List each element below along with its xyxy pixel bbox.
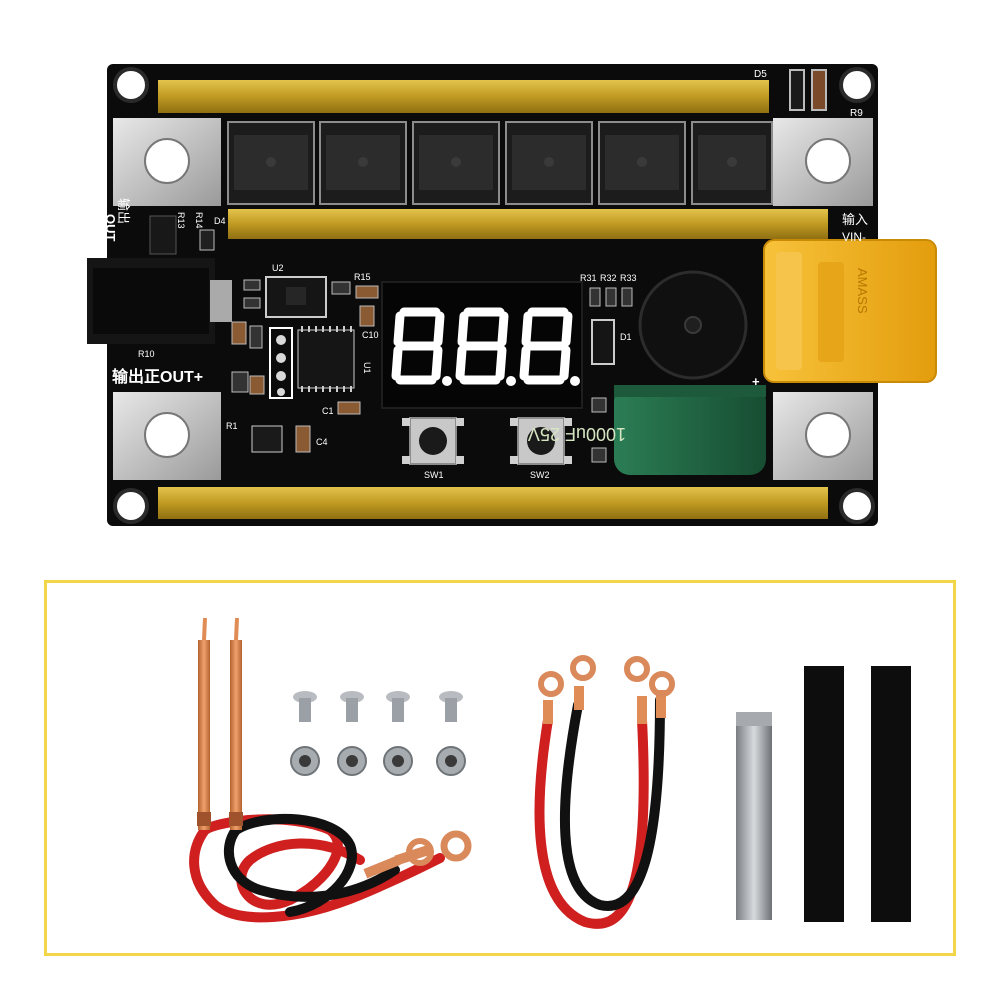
mosfet <box>319 121 407 205</box>
label-r10: R10 <box>138 349 155 359</box>
label-r31: R31 <box>580 273 597 283</box>
label-r14: R14 <box>194 212 204 229</box>
label-c1: C1 <box>322 406 334 416</box>
mount-hole <box>113 488 149 524</box>
mount-hole <box>839 488 875 524</box>
terminal-pad-top-right <box>773 118 873 206</box>
xt60-input-connector: AMASS <box>763 239 937 383</box>
smd-component <box>249 325 263 349</box>
smd-resistor <box>811 69 827 111</box>
smd-capacitor <box>359 305 375 327</box>
heat-shrink-tube <box>871 666 911 922</box>
smd-capacitor <box>295 425 311 453</box>
label-sw2: SW2 <box>530 470 550 480</box>
voltage-regulator-u2 <box>265 276 327 318</box>
smd-resistor <box>591 397 607 413</box>
mosfet <box>505 121 593 205</box>
terminal-pad-top-left <box>113 118 221 206</box>
heat-shrink-tube <box>804 666 844 922</box>
smd-capacitor <box>355 285 379 299</box>
smd-component <box>249 375 265 395</box>
nut-set <box>290 746 466 776</box>
smd-component <box>149 215 177 255</box>
label-out-cn: 输出 <box>116 198 131 224</box>
smd-component <box>199 229 215 251</box>
label-u1: U1 <box>362 362 372 374</box>
nickel-strip <box>736 712 772 920</box>
dc-output-jack <box>87 258 232 344</box>
seven-segment-display <box>381 281 583 409</box>
terminal-pad-bottom-left <box>113 392 221 480</box>
smd-resistor <box>621 287 633 307</box>
label-r1: R1 <box>226 421 238 431</box>
pin-header <box>269 327 293 399</box>
screw <box>439 691 463 722</box>
smd-component <box>231 371 249 393</box>
label-plus: + <box>752 374 760 389</box>
gold-bus-bar-top <box>158 80 769 113</box>
gold-bus-bar-middle <box>228 209 828 239</box>
accessory-panel-border <box>44 580 956 956</box>
smd-resistor <box>243 279 261 291</box>
battery-cable-pair <box>534 655 675 929</box>
smd-resistor <box>243 297 261 309</box>
mosfet <box>227 121 315 205</box>
push-button-sw1 <box>402 417 464 465</box>
ring-terminal <box>624 656 650 682</box>
mount-hole <box>839 67 875 103</box>
mosfet <box>412 121 500 205</box>
label-d1: D1 <box>620 332 632 342</box>
label-c10: C10 <box>362 330 379 340</box>
label-d5: D5 <box>754 69 767 80</box>
capacitor-rating: 1000uF 25V <box>528 424 626 444</box>
mount-hole <box>113 67 149 103</box>
label-u2: U2 <box>272 263 284 273</box>
smd-resistor <box>789 69 805 111</box>
smd-resistor <box>605 287 617 307</box>
welding-pen-set <box>189 618 472 923</box>
mosfet-row <box>227 121 773 205</box>
terminal-pad-bottom-right <box>773 392 873 480</box>
ring-terminal <box>538 671 564 697</box>
screw <box>293 691 317 722</box>
label-c4: C4 <box>316 437 328 447</box>
ring-terminal <box>649 671 675 697</box>
smd-resistor <box>589 287 601 307</box>
pcb-board: D5 R9 输出 OUT R13 R14 D4 R10 输出正OUT+ U2 R… <box>87 64 937 526</box>
smd-resistor <box>331 281 351 295</box>
mosfet <box>598 121 686 205</box>
microcontroller-u1 <box>297 326 355 392</box>
label-in-cn: 输入 <box>842 212 868 227</box>
copper-pen <box>230 640 242 830</box>
label-r33: R33 <box>620 273 637 283</box>
label-output-positive: 输出正OUT+ <box>112 367 203 386</box>
copper-pen <box>198 640 210 830</box>
gold-bus-bar-bottom <box>158 487 828 519</box>
label-r13: R13 <box>176 212 186 229</box>
screw <box>340 691 364 722</box>
label-d4: D4 <box>214 216 226 226</box>
smd-component <box>231 321 247 345</box>
ring-terminal <box>570 655 596 681</box>
label-r15: R15 <box>354 272 371 282</box>
smd-resistor <box>591 447 607 463</box>
ring-terminal <box>363 838 434 879</box>
label-out-en: OUT <box>103 214 118 242</box>
label-r32: R32 <box>600 273 617 283</box>
electrolytic-capacitor: 1000uF 25V <box>528 385 766 475</box>
ring-terminal <box>394 830 472 866</box>
screw-set <box>293 691 463 722</box>
label-vin: VIN- <box>842 230 866 244</box>
smd-capacitor <box>337 401 361 415</box>
screw <box>386 691 410 722</box>
label-r9: R9 <box>850 108 863 119</box>
mosfet <box>691 121 773 205</box>
connector-brand: AMASS <box>855 268 870 314</box>
label-sw1: SW1 <box>424 470 444 480</box>
buzzer <box>638 270 748 380</box>
transistor <box>251 425 283 453</box>
push-button-sw2 <box>510 417 572 465</box>
diode-d1 <box>591 319 615 365</box>
